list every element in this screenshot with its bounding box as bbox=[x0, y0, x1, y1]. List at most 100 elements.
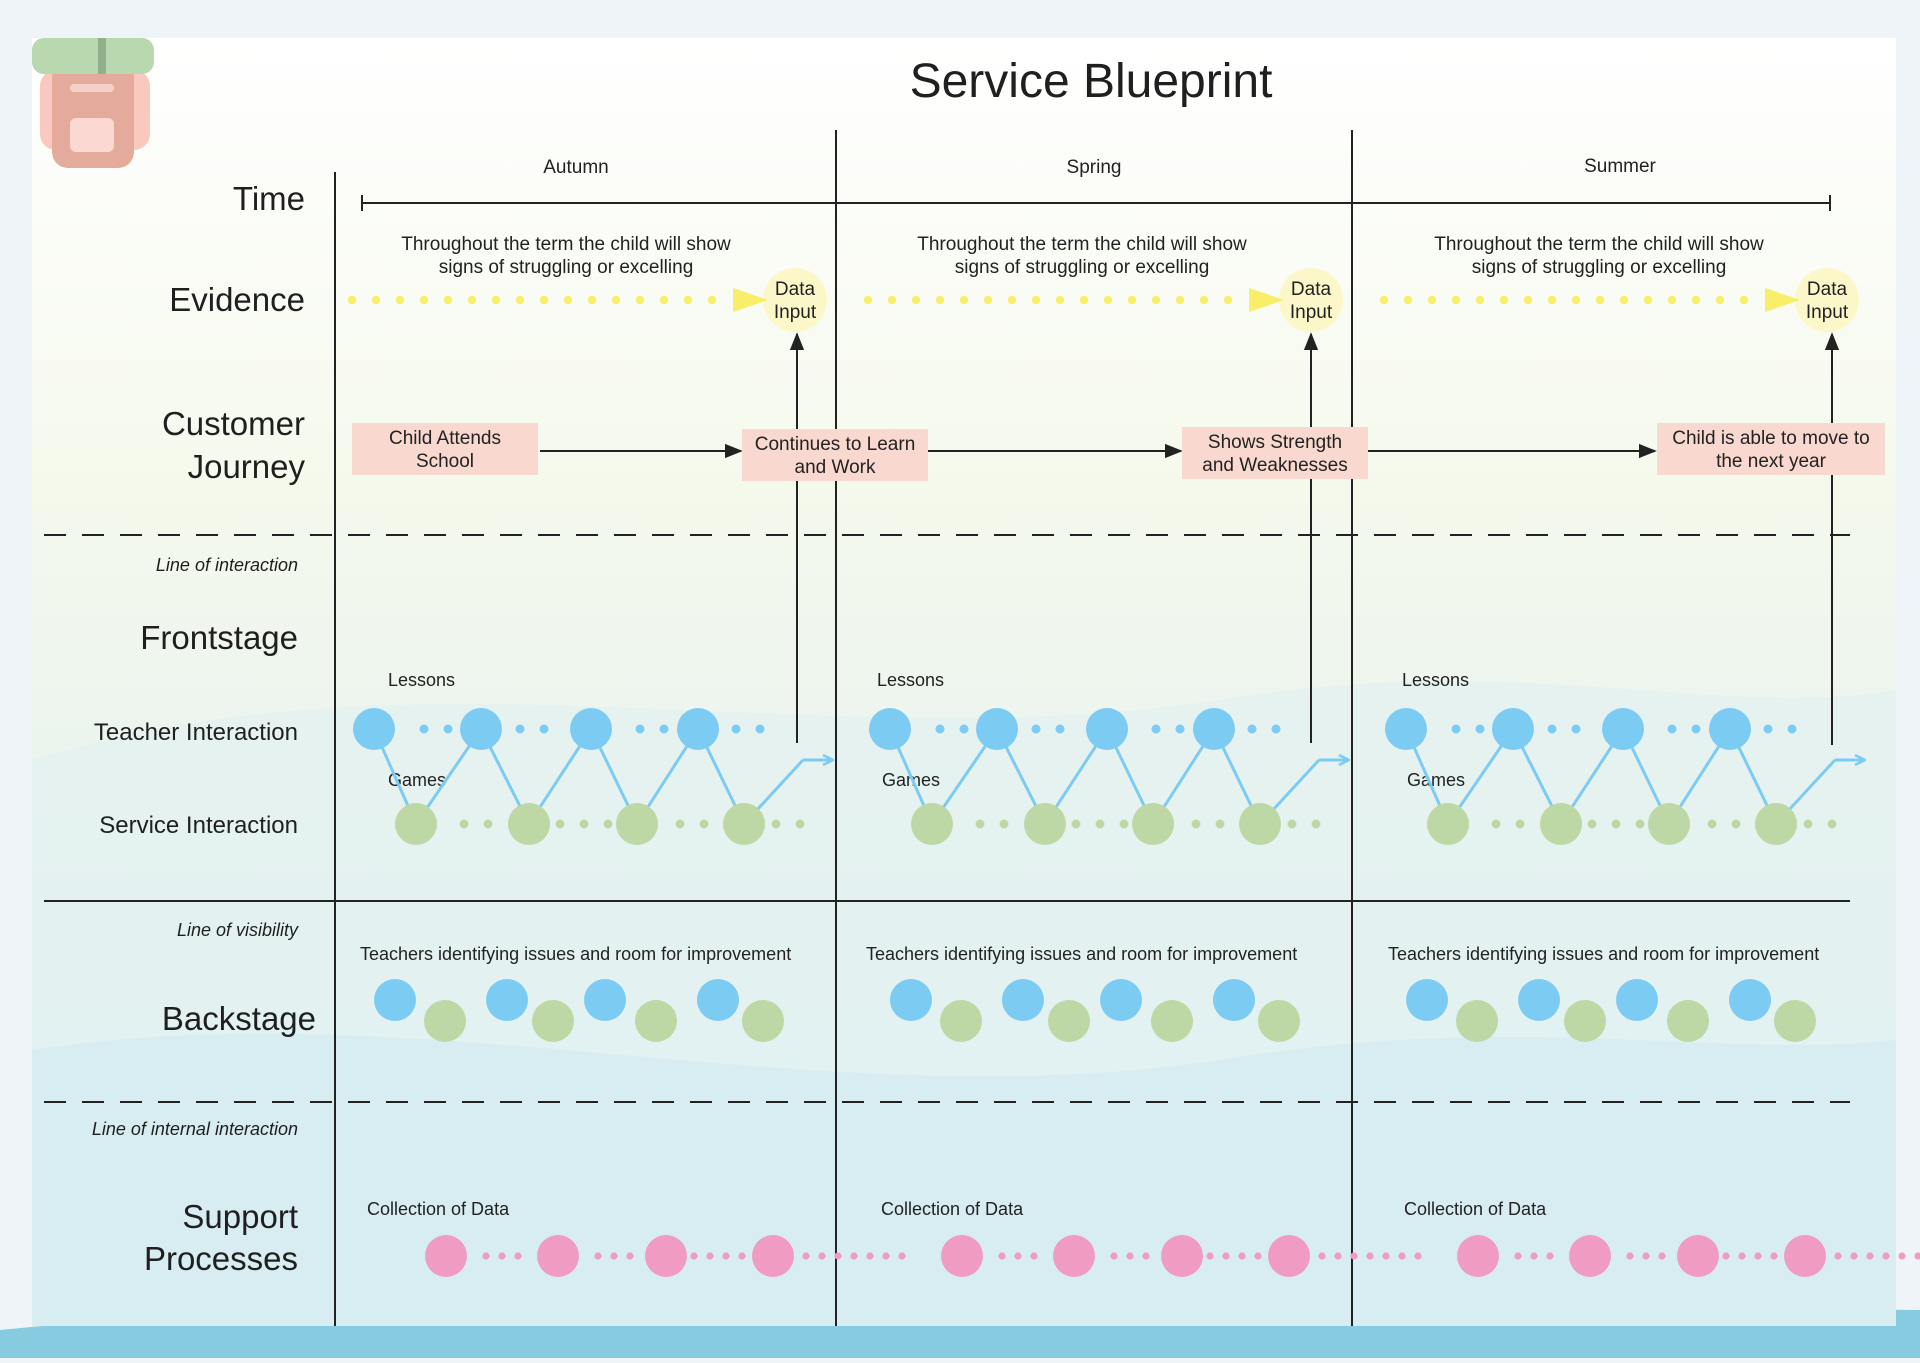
support-circle bbox=[645, 1235, 687, 1277]
season-label: Spring bbox=[1067, 157, 1122, 178]
backpack-logo-icon bbox=[32, 38, 154, 168]
support-dot bbox=[882, 1252, 890, 1260]
service-dot bbox=[1287, 819, 1297, 829]
evidence-dot bbox=[491, 295, 501, 305]
support-dot bbox=[1366, 1252, 1374, 1260]
support-dot bbox=[1882, 1252, 1890, 1260]
lessons-label: Lessons bbox=[877, 670, 944, 690]
evidence-dot bbox=[707, 295, 717, 305]
service-dot bbox=[1071, 819, 1081, 829]
row-label-journey: Journey bbox=[188, 448, 306, 485]
support-circle bbox=[1784, 1235, 1826, 1277]
service-dot bbox=[1215, 819, 1225, 829]
support-dot bbox=[998, 1252, 1006, 1260]
evidence-dot bbox=[863, 295, 873, 305]
support-dot bbox=[482, 1252, 490, 1260]
service-dot bbox=[1635, 819, 1645, 829]
backstage-green-circle bbox=[1667, 1000, 1709, 1042]
support-dot bbox=[1514, 1252, 1522, 1260]
support-dot bbox=[610, 1252, 618, 1260]
journey-box-2 bbox=[742, 429, 928, 481]
teacher-circle bbox=[1709, 708, 1751, 750]
evidence-dot bbox=[443, 295, 453, 305]
teacher-dot bbox=[443, 724, 453, 734]
flow-shapes bbox=[347, 288, 1920, 1277]
evidence-arrow-head bbox=[1765, 288, 1800, 312]
support-dot bbox=[690, 1252, 698, 1260]
teacher-dot bbox=[1055, 724, 1065, 734]
evidence-dot bbox=[1007, 295, 1017, 305]
service-circle bbox=[508, 803, 550, 845]
evidence-dot bbox=[911, 295, 921, 305]
evidence-dot bbox=[539, 295, 549, 305]
support-dot bbox=[1398, 1252, 1406, 1260]
support-circle bbox=[1268, 1235, 1310, 1277]
evidence-dot bbox=[1571, 295, 1581, 305]
journey-box-3 bbox=[1182, 427, 1368, 479]
service-circle bbox=[616, 803, 658, 845]
support-dot bbox=[802, 1252, 810, 1260]
service-dot bbox=[699, 819, 709, 829]
evidence-dot bbox=[1403, 295, 1413, 305]
games-label: Games bbox=[1407, 770, 1465, 790]
backstage-blue-circle bbox=[1002, 979, 1044, 1021]
teacher-circle bbox=[570, 708, 612, 750]
backstage-green-circle bbox=[424, 1000, 466, 1042]
season-column-spring: Spring Throughout the term the child wil… bbox=[866, 157, 1343, 1219]
teacher-dot bbox=[755, 724, 765, 734]
support-circle bbox=[1161, 1235, 1203, 1277]
support-dot bbox=[738, 1252, 746, 1260]
evidence-dot bbox=[1643, 295, 1653, 305]
service-dot bbox=[771, 819, 781, 829]
support-dot bbox=[706, 1252, 714, 1260]
teacher-dot bbox=[539, 724, 549, 734]
backstage-green-circle bbox=[532, 1000, 574, 1042]
service-dot bbox=[999, 819, 1009, 829]
evidence-text-line-1: Throughout the term the child will show bbox=[917, 234, 1247, 255]
support-dot bbox=[1898, 1252, 1906, 1260]
service-circle bbox=[1024, 803, 1066, 845]
evidence-dot bbox=[1739, 295, 1749, 305]
service-dot bbox=[1191, 819, 1201, 829]
service-dot bbox=[1491, 819, 1501, 829]
lessons-label: Lessons bbox=[1402, 670, 1469, 690]
backstage-green-circle bbox=[1456, 1000, 1498, 1042]
backstage-blue-circle bbox=[1406, 979, 1448, 1021]
service-circle bbox=[395, 803, 437, 845]
teacher-circle bbox=[1385, 708, 1427, 750]
row-label-teacher-interaction: Teacher Interaction bbox=[94, 719, 298, 746]
support-dot bbox=[834, 1252, 842, 1260]
service-dot bbox=[459, 819, 469, 829]
teacher-circle bbox=[869, 708, 911, 750]
evidence-dot bbox=[1031, 295, 1041, 305]
support-dot bbox=[498, 1252, 506, 1260]
teacher-dot bbox=[1031, 724, 1041, 734]
service-dot bbox=[603, 819, 613, 829]
support-dot bbox=[1738, 1252, 1746, 1260]
backstage-text: Teachers identifying issues and room for… bbox=[360, 944, 791, 964]
journey-box-4-line-2: the next year bbox=[1716, 451, 1827, 472]
support-dot bbox=[850, 1252, 858, 1260]
service-dot bbox=[1707, 819, 1717, 829]
support-dot bbox=[1142, 1252, 1150, 1260]
support-dot bbox=[818, 1252, 826, 1260]
data-input-label-1: Data bbox=[1807, 279, 1848, 300]
journey-box-1-line-2: School bbox=[416, 451, 474, 472]
service-dot bbox=[1731, 819, 1741, 829]
service-circle bbox=[1427, 803, 1469, 845]
lessons-label: Lessons bbox=[388, 670, 455, 690]
service-dot bbox=[1311, 819, 1321, 829]
journey-box-2-line-1: Continues to Learn bbox=[755, 434, 916, 455]
service-dot bbox=[1803, 819, 1813, 829]
customer-journey: Child Attends School Continues to Learn … bbox=[352, 423, 1885, 481]
teacher-dot bbox=[1175, 724, 1185, 734]
evidence-dot bbox=[959, 295, 969, 305]
background-wave-2 bbox=[32, 1033, 1896, 1326]
support-text: Collection of Data bbox=[1404, 1199, 1547, 1219]
teacher-dot bbox=[1667, 724, 1677, 734]
teacher-circle bbox=[1086, 708, 1128, 750]
support-circle bbox=[1457, 1235, 1499, 1277]
evidence-dot bbox=[1175, 295, 1185, 305]
journey-box-2-line-2: and Work bbox=[795, 457, 876, 478]
